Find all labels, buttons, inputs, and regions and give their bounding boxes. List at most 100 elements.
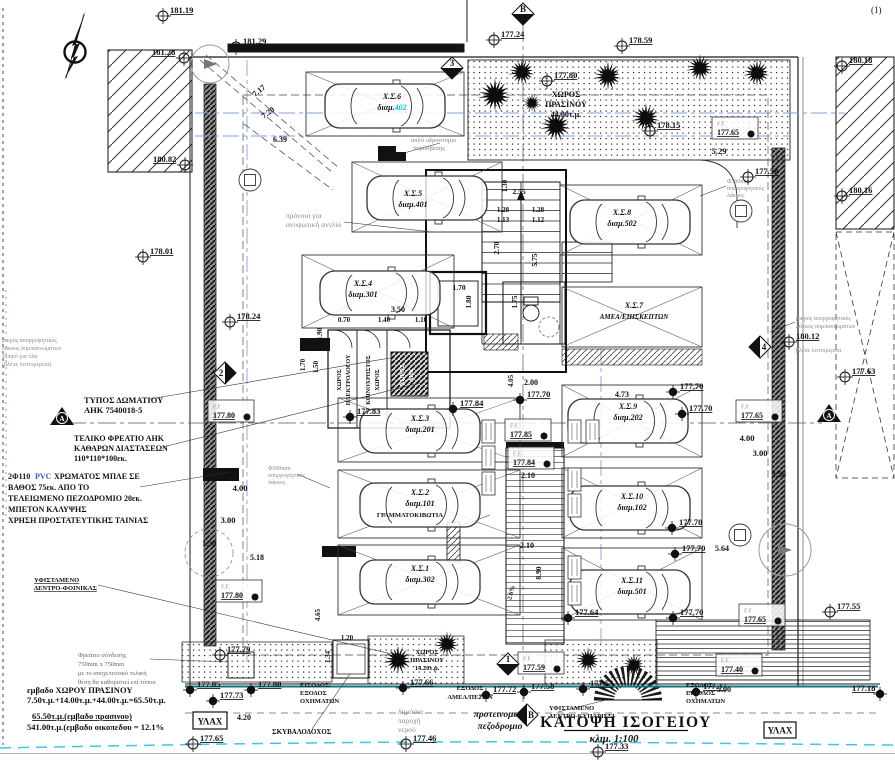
elevation-marker: 177.58 <box>517 681 554 699</box>
soakpit-left-line2: απορροφητικός <box>268 473 306 479</box>
finished-floor-box: F.F.177.84 <box>507 446 555 470</box>
dim-473: 4.73 <box>615 390 629 399</box>
dim-518: 5.18 <box>250 553 264 562</box>
dim-150c: 1.50 <box>312 360 320 373</box>
exit-vehicles-right-line2: ΕΙΣΟΔΟΣ <box>686 690 715 697</box>
soakpit-left-line3: λάκκος <box>268 480 286 486</box>
elevation-marker: 177.66 <box>396 677 433 695</box>
dim-465: 4.65 <box>314 608 322 621</box>
toilet-icon <box>522 304 540 322</box>
elevation-marker: 177.63 <box>837 366 875 385</box>
elevation-value: 177.70 <box>527 389 550 399</box>
elevation-marker: 177.72 <box>479 684 516 702</box>
stall-apartment: διαμ.401 <box>398 200 427 209</box>
elevation-value: 177.70 <box>689 403 712 413</box>
dim-717: 7.17 <box>251 83 268 99</box>
stall-apartment: διαμ.302 <box>405 575 434 584</box>
sidewalk-note-line1: προτεινομενο <box>474 710 527 720</box>
bin-label: ΣΚΥΒΑΛΟΔΟΧΟΣ <box>272 728 332 736</box>
car-icon <box>366 171 488 225</box>
green-calc-line4: 541.00τ.μ.(εμβαδο οικοπεδου = 12.1% <box>27 722 164 732</box>
manhole-note-line1: Φρεάτιο σύνδεσης <box>78 652 127 659</box>
tree-icon <box>743 58 770 87</box>
stall-apartment: ΑΜΕΑ/ΕΠΙΣΚΕΠΤΩΝ <box>599 313 670 321</box>
dim-112: 1.12 <box>532 216 545 224</box>
storage-box <box>481 471 496 496</box>
ahk-shaft-note-line3: 110*110*100εκ. <box>74 454 127 463</box>
ff-value: 177.85 <box>510 430 532 439</box>
room-ahk-line1: ΧΩΡΟΣ <box>400 364 406 385</box>
green-area-top-line1: ΧΩΡΟΣ <box>552 90 581 99</box>
storage-box <box>567 493 582 518</box>
dim-180-lift: 1.80 <box>464 295 473 308</box>
stall-number: Χ.Σ.4 <box>353 279 372 288</box>
leader-lines <box>97 142 796 730</box>
soakpit-right-line3: λάκκος <box>727 193 745 199</box>
stall-apartment: διαμ.301 <box>348 290 377 299</box>
dim-113: 1.13 <box>497 216 510 224</box>
mailboxes-label: ΓΡΑΜΜΑΤΟΚΙΒΩΤΙΑ <box>377 512 443 519</box>
elevation-value: 178.59 <box>629 35 652 45</box>
ahk-shaft-note-line1: ΤΕΛΙΚΟ ΦΡΕΑΤΙΟ ΑΗΚ <box>74 434 165 443</box>
elevation-value: 177.83 <box>357 406 380 416</box>
elevation-value: 178.01 <box>150 246 173 256</box>
elevation-value: 177.63 <box>852 366 875 376</box>
ff-label: F.F. <box>510 424 519 430</box>
elevation-value: 180.18 <box>849 55 872 65</box>
tree-icon <box>434 630 459 657</box>
elevation-value: 181.19 <box>170 5 193 15</box>
finished-floor-box: F.F.177.65 <box>711 116 759 140</box>
property-boundary <box>185 0 880 686</box>
boundary-wall-west <box>203 83 217 647</box>
dim-170b: 1.70 <box>299 358 307 371</box>
stall-number: Χ.Σ.2 <box>410 488 429 497</box>
neighbor-building-east <box>835 231 895 479</box>
bin-enclosure <box>332 639 370 679</box>
ff-value: 177.65 <box>744 615 766 624</box>
stall-apartment: διαμ.501 <box>617 587 646 596</box>
elevation-value: 177.70 <box>682 543 705 553</box>
storage-box <box>567 467 582 492</box>
tree-icon <box>622 653 645 677</box>
tree-icon <box>593 60 622 91</box>
green-calc-line1: εμβαδο ΧΩΡΟΥ ΠΡΑΣΙΝΟΥ <box>27 685 132 695</box>
finished-floor-box: F.F.177.80 <box>215 579 263 603</box>
dim-slope: 2.6% <box>506 585 517 601</box>
elevation-value: 177.79 <box>227 644 250 654</box>
trees-layer <box>383 53 770 677</box>
ff-label: F.F. <box>717 122 726 128</box>
elevation-marker: 177.55 <box>822 601 860 620</box>
dim-210a: 2.10 <box>521 471 535 480</box>
section-marker-letter: 4 <box>762 342 767 352</box>
mailboxes <box>446 521 461 563</box>
wc-room <box>502 281 566 345</box>
tree-icon <box>575 646 600 673</box>
stall-number: Χ.Σ.3 <box>410 414 429 423</box>
inspection-chambers <box>238 168 753 547</box>
finished-floor-box: F.F.177.80 <box>207 399 255 423</box>
exit-vehicles-left-line1: ΕΙΣΟΔΟΣ/ <box>300 682 331 689</box>
dim-575: 5.75 <box>530 253 539 266</box>
section-marker-4: 4 <box>748 335 772 359</box>
tree-icon <box>508 57 535 86</box>
section-marker-1: 1 <box>496 652 520 676</box>
soakpit-right-line2: απορροφητικός <box>727 186 765 192</box>
exit-vehicles-right-line1: ΕΞΟΔΟΣ/ <box>686 682 715 689</box>
water-supply-note-line3: νερού <box>398 725 416 734</box>
storage-box <box>481 419 496 444</box>
tree-icon <box>539 109 571 142</box>
tree-icon <box>383 644 412 675</box>
elevation-marker: 177.70 <box>675 403 712 421</box>
dim-400r: 4.00 <box>740 433 755 443</box>
dim-170-lift: 1.70 <box>452 283 465 292</box>
ff-value: 177.80 <box>213 411 235 420</box>
palm-note-line1: ΥΦΙΣΤΑΜΕΝΟ <box>34 577 79 584</box>
section-marker-3: 3 <box>440 56 464 80</box>
ff-value: 177.65 <box>741 411 763 420</box>
ff-value: 177.84 <box>513 458 535 467</box>
palm-note-line2: ΔΕΝΤΡΟ-ΦΟΙΝΙΚΑΣ <box>34 585 97 592</box>
